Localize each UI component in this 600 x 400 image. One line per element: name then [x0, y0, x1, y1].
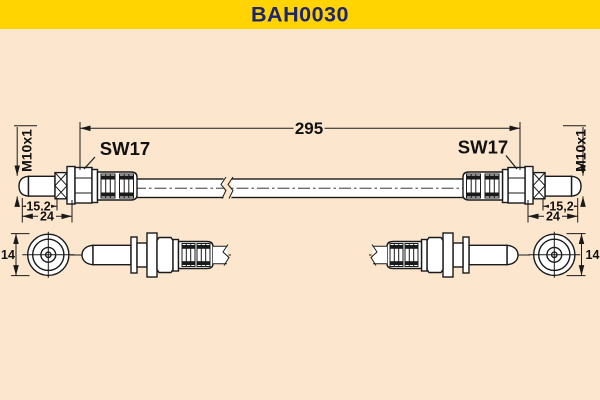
main-view-hose	[131, 176, 469, 199]
fitting-length-label-right: 24	[546, 209, 560, 223]
thread-label-right: M10x1	[573, 129, 589, 172]
dim-thread-length-left: 15,2	[21, 198, 58, 223]
diameter-label-left: 14	[1, 248, 15, 262]
header-bar	[0, 0, 600, 29]
label-sw17-left: SW17	[83, 138, 150, 170]
dim-thread-length-right: 15,2	[542, 198, 579, 223]
dim-diameter-right: 14	[566, 233, 600, 277]
dim-fitting-length-right: 24	[527, 200, 578, 223]
thread-length-label-right: 15,2	[549, 199, 573, 213]
diameter-label-right: 14	[586, 248, 600, 262]
wrench-size-label-left: SW17	[100, 138, 150, 159]
wrench-size-label-right: SW17	[458, 137, 508, 158]
dim-length-label: 295	[295, 119, 323, 138]
dim-thread-right: M10x1	[563, 125, 589, 207]
label-sw17-right: SW17	[458, 137, 518, 170]
hose-break-left	[220, 176, 227, 199]
hose-break-right	[227, 176, 234, 199]
page-title: BAH0030	[251, 3, 349, 27]
thread-length-label-left: 15,2	[26, 199, 50, 213]
dim-thread-left: M10x1	[14, 125, 37, 207]
fitting-length-label-left: 24	[40, 209, 54, 223]
dim-fitting-length-left: 24	[22, 200, 73, 223]
dim-length-295: 295	[79, 119, 521, 170]
thread-label-left: M10x1	[19, 129, 35, 172]
dim-diameter-left: 14	[1, 233, 30, 277]
